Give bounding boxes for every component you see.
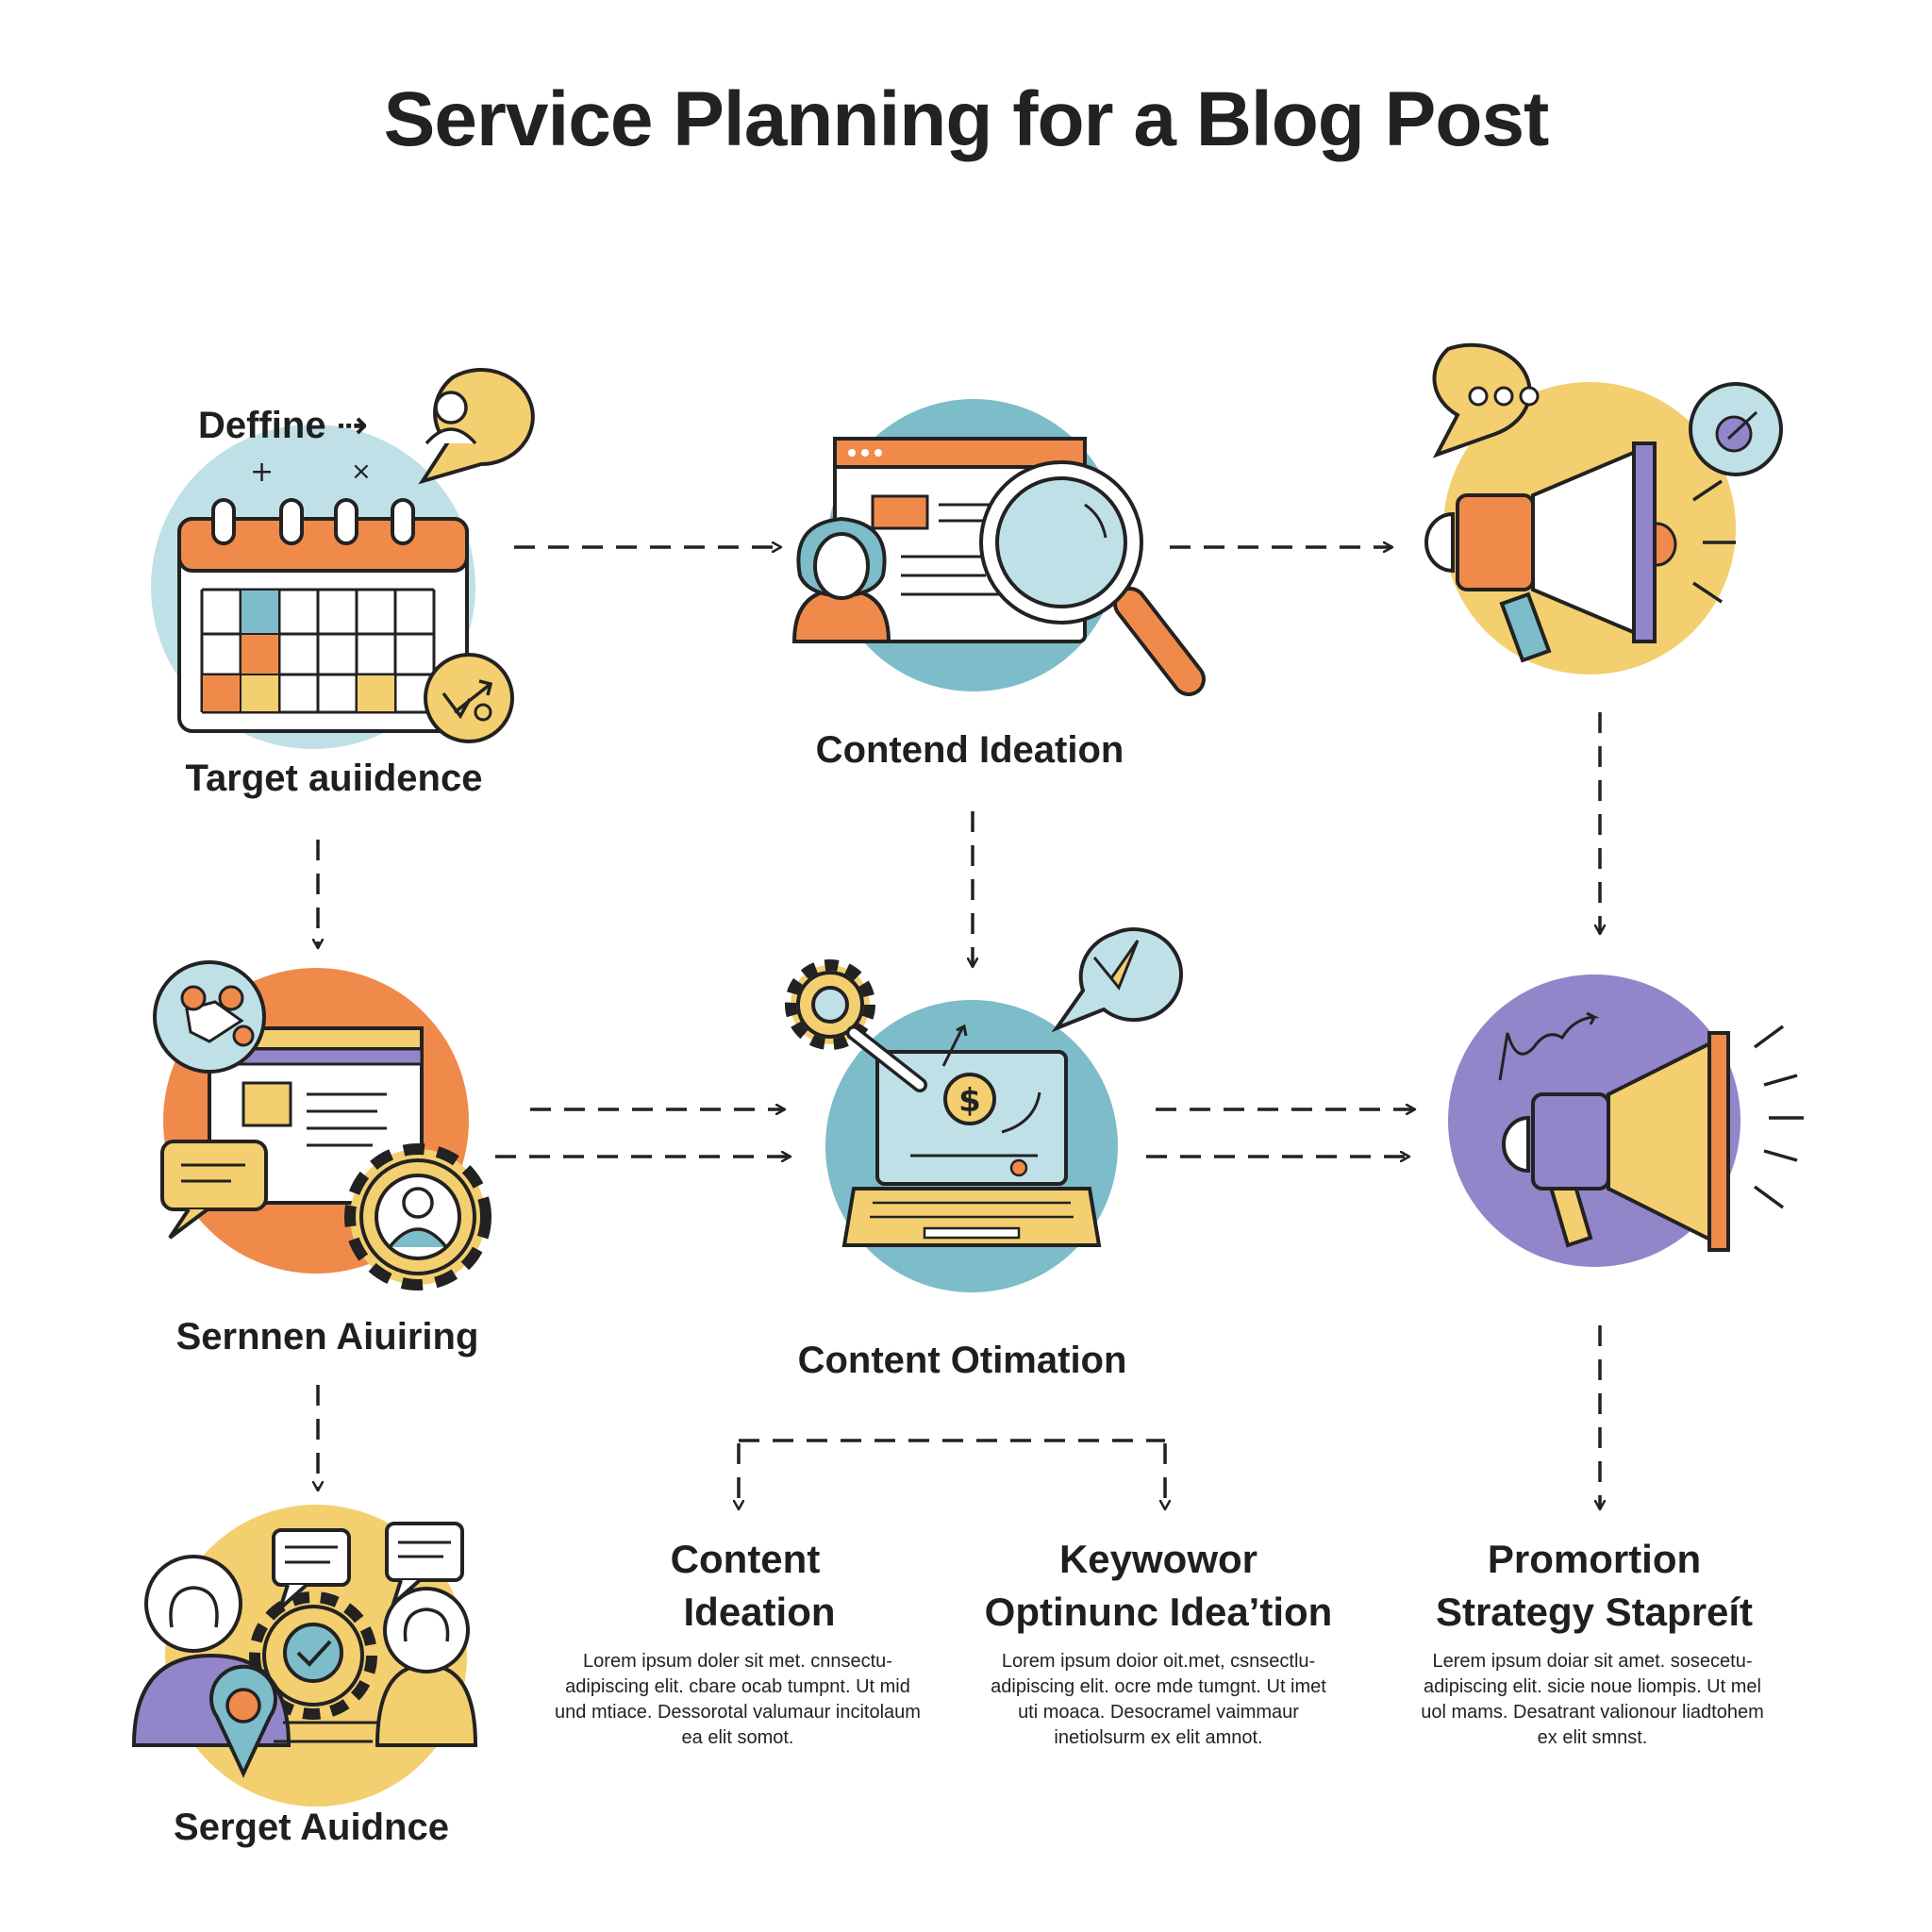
- column-3-body: Lerem ipsum doiar sit amet. sosecetu-adi…: [1421, 1651, 1764, 1748]
- sernnen-node: [153, 960, 491, 1291]
- calendar-node: + ×: [151, 368, 535, 749]
- megaphone-node-bottom: [1448, 974, 1804, 1267]
- audience-node: [131, 1505, 478, 1807]
- define-label: Deffine ⇢: [198, 405, 369, 446]
- column-3-heading-line1: Promortion: [1487, 1537, 1702, 1581]
- chat-bubble-icon-1: [272, 1528, 351, 1615]
- column-2-heading: Keywowor Optinunc Idea’tion: [985, 1533, 1333, 1639]
- sernnen-label: Sernnen Aiuiring: [175, 1316, 479, 1357]
- column-2-heading-line2: Optinunc Idea’tion: [984, 1590, 1333, 1634]
- chat-message-icon: [160, 1140, 268, 1240]
- network-nodes-icon: [153, 960, 266, 1074]
- column-2-heading-line1: Keywowor: [1058, 1537, 1258, 1581]
- megaphone-icon-2: [1502, 1031, 1730, 1252]
- column-3-heading: Promortion Strategy Stapreít: [1436, 1533, 1753, 1639]
- content-otimation-label: Content Otimation: [797, 1340, 1127, 1381]
- calendar-icon: [177, 498, 469, 733]
- trend-line-icon: [1498, 1011, 1600, 1081]
- cross-sign: ×: [351, 458, 372, 486]
- megaphone-icon: [1424, 441, 1677, 663]
- magnifier-icon: [979, 460, 1206, 696]
- ideation-node: [791, 399, 1206, 696]
- dollar-icon: $: [958, 1082, 981, 1120]
- column-2-body: Lorem ipsum doior oit.met, csnsectlu-adi…: [991, 1651, 1326, 1748]
- page-title: Service Planning for a Blog Post: [383, 76, 1550, 162]
- column-1-heading-line2: Ideation: [683, 1590, 836, 1634]
- target-arrow-icon: [424, 653, 514, 743]
- megaphone-node-top: [1424, 342, 1783, 675]
- sound-lines: [1692, 479, 1736, 604]
- person-avatar-icon-2: [375, 1587, 478, 1747]
- target-audience-label: Target auiidence: [185, 758, 483, 799]
- column-3-heading-line2: Strategy Stapreít: [1435, 1590, 1754, 1634]
- checkmark-bubble-icon: [1051, 927, 1183, 1033]
- contend-ideation-label: Contend Ideation: [815, 729, 1124, 771]
- gear-user-icon: [344, 1143, 491, 1291]
- woman-avatar-icon: [791, 516, 891, 643]
- sound-lines-2: [1753, 1024, 1804, 1209]
- gear-check-icon: [249, 1591, 377, 1720]
- location-pin-icon: [209, 1664, 277, 1778]
- user-chat-bubble-icon: [418, 368, 535, 485]
- speech-bubble-dots-icon: [1432, 342, 1540, 458]
- serget-audience-label: Serget Auidnce: [174, 1807, 449, 1848]
- gear-magnifier-icon: [785, 959, 927, 1092]
- otimation-node: $: [785, 927, 1183, 1292]
- column-1-heading: Content Ideation: [655, 1533, 836, 1639]
- connectors: [318, 547, 1600, 1509]
- compass-badge-icon: [1689, 382, 1783, 476]
- plus-sign: +: [250, 456, 274, 489]
- column-1-body: Lorem ipsum doler sit met. cnnsectu-adip…: [555, 1651, 921, 1748]
- column-1-heading-line1: Content: [670, 1537, 821, 1581]
- text-lines: [274, 1721, 377, 1743]
